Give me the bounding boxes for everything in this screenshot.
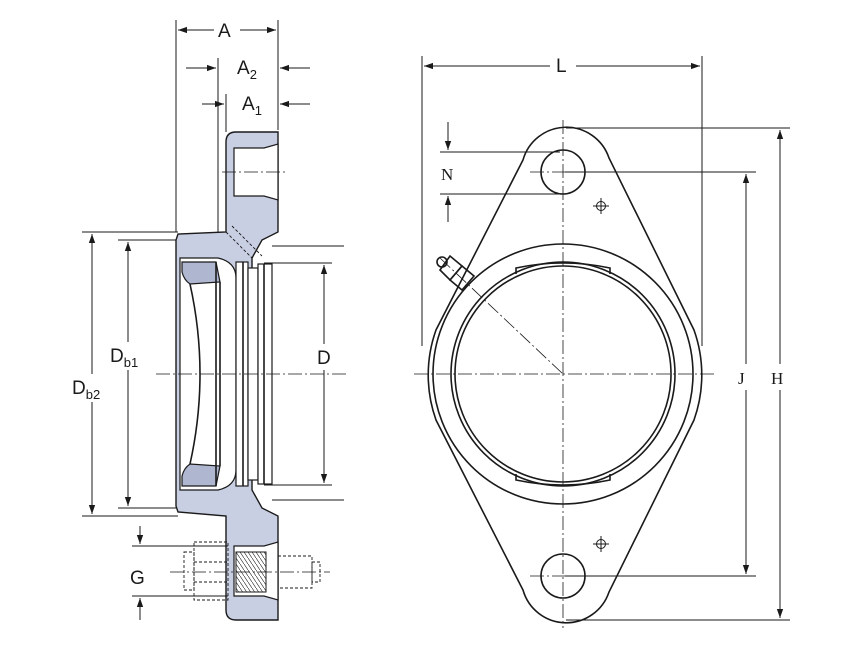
front-view bbox=[414, 120, 714, 628]
label-G: G bbox=[130, 568, 145, 589]
label-Db2: Db2 bbox=[72, 378, 100, 402]
label-H: H bbox=[771, 369, 783, 388]
dim-H: H bbox=[566, 127, 794, 621]
section-view bbox=[156, 131, 346, 621]
label-L: L bbox=[556, 56, 567, 77]
dim-J: J bbox=[565, 171, 758, 577]
dim-L: L bbox=[421, 52, 703, 346]
flange-outline bbox=[427, 126, 703, 624]
locator-mark-bottom bbox=[593, 536, 609, 552]
grease-nipple bbox=[436, 254, 476, 292]
label-A2: A2 bbox=[237, 58, 257, 82]
label-N: N bbox=[441, 165, 453, 184]
dim-A1: A1 bbox=[202, 94, 310, 132]
dim-A2: A2 bbox=[186, 58, 310, 232]
dim-G: G bbox=[130, 526, 228, 620]
label-A: A bbox=[218, 21, 231, 42]
dim-N: N bbox=[440, 122, 560, 222]
label-J: J bbox=[738, 369, 745, 388]
dim-Db1: Db1 bbox=[108, 239, 176, 509]
label-A1: A1 bbox=[242, 94, 262, 118]
dim-A: A bbox=[175, 18, 279, 232]
dim-D: D bbox=[314, 265, 336, 483]
label-Db1: Db1 bbox=[110, 346, 138, 370]
locator-mark-top bbox=[593, 198, 609, 214]
dim-Db2: Db2 bbox=[70, 231, 178, 517]
label-D: D bbox=[317, 348, 331, 369]
